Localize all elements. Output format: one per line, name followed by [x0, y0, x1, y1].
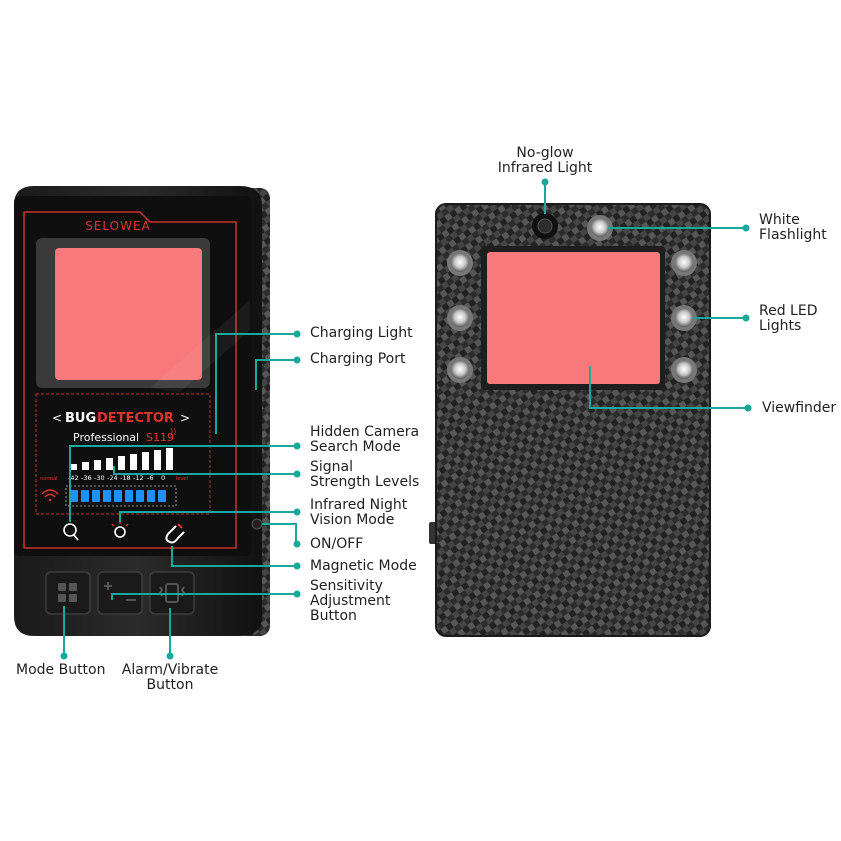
label-line: Red LED	[759, 303, 818, 319]
search-icon	[63, 523, 79, 541]
label-line: Sensitivity	[310, 578, 383, 594]
label-line: Button	[146, 677, 194, 693]
scale-value: -12	[133, 474, 144, 482]
label-red-led: Red LED Lights	[759, 304, 817, 334]
callout-dots	[60, 178, 752, 660]
magnet-icon	[165, 523, 185, 544]
label-line: Strength Levels	[310, 474, 420, 490]
label-mode-button: Mode Button	[16, 662, 106, 678]
led-bar	[70, 490, 166, 502]
scale-value: -42	[68, 474, 79, 482]
scale-value: -18	[120, 474, 131, 482]
label-on-off: ON/OFF	[310, 536, 364, 552]
label-magnetic-mode: Magnetic Mode	[310, 558, 417, 574]
label-line: Infrared Night	[310, 497, 408, 513]
title-bracket-left: <	[52, 411, 62, 425]
front-device: SELOWEA < BUG DETECTOR > Professional S1…	[14, 186, 270, 636]
title-detector: DETECTOR	[97, 411, 174, 426]
subtitle: Professional	[73, 431, 139, 444]
label-charging-light: Charging Light	[310, 325, 413, 341]
title-bracket-right: >	[180, 411, 190, 425]
title-bug: BUG	[65, 411, 96, 426]
label-alarm-button: Alarm/Vibrate Button	[118, 663, 222, 693]
red-led-lights	[447, 250, 697, 383]
label-signal-strength: Signal Strength Levels	[310, 460, 419, 490]
scale-value: 0	[161, 474, 165, 482]
label-sensitivity: Sensitivity Adjustment Button	[310, 579, 390, 624]
back-viewfinder	[487, 252, 660, 384]
scale-value: -30	[94, 474, 105, 482]
scale-normal: normal	[40, 476, 58, 482]
label-line: Lights	[759, 318, 802, 334]
front-viewfinder	[55, 248, 202, 380]
signal-glyph-icon: ))	[170, 427, 176, 436]
charging-port	[256, 360, 262, 430]
display-panel	[35, 393, 211, 515]
label-line: Infrared Light	[497, 160, 593, 176]
signal-bars	[70, 448, 173, 470]
mode-button[interactable]	[45, 571, 91, 615]
label-line: Button	[310, 608, 357, 624]
white-flashlight	[587, 215, 613, 241]
label-line: Adjustment	[310, 593, 391, 609]
label-line: Vision Mode	[310, 512, 395, 528]
power-button[interactable]	[251, 518, 263, 530]
label-charging-port: Charging Port	[310, 351, 406, 367]
scale-level: level	[176, 476, 188, 482]
label-viewfinder: Viewfinder	[762, 400, 837, 416]
label-line: No-glow	[516, 145, 574, 161]
label-line: Alarm/Vibrate	[121, 662, 219, 678]
scale-value: -6	[147, 474, 153, 482]
plus-minus-icon	[104, 582, 136, 601]
scale-values: -42 -36 -30 -24 -18 -12 -6 0	[68, 474, 165, 482]
label-line: Signal	[310, 459, 354, 475]
label-line: Hidden Camera	[310, 424, 420, 440]
screen-glare	[150, 300, 250, 392]
label-white-flashlight: White Flashlight	[759, 213, 827, 243]
label-hidden-camera: Hidden Camera Search Mode	[310, 425, 419, 455]
scale-value: -24	[107, 474, 118, 482]
label-no-glow: No-glow Infrared Light	[487, 146, 603, 176]
screen-red-frame	[23, 211, 237, 549]
brand-logo: SELOWEA	[85, 219, 151, 233]
label-line: Flashlight	[759, 227, 827, 243]
label-line: Search Mode	[310, 439, 401, 455]
back-device	[429, 203, 711, 637]
wifi-icon	[41, 489, 59, 502]
label-line: White	[759, 212, 800, 228]
scale-value: -36	[81, 474, 92, 482]
label-infrared-mode: Infrared Night Vision Mode	[310, 498, 407, 528]
callout-lines	[63, 182, 746, 656]
model: S119	[146, 431, 174, 444]
grid-icon	[58, 583, 77, 602]
led-bar-frame	[65, 485, 177, 507]
